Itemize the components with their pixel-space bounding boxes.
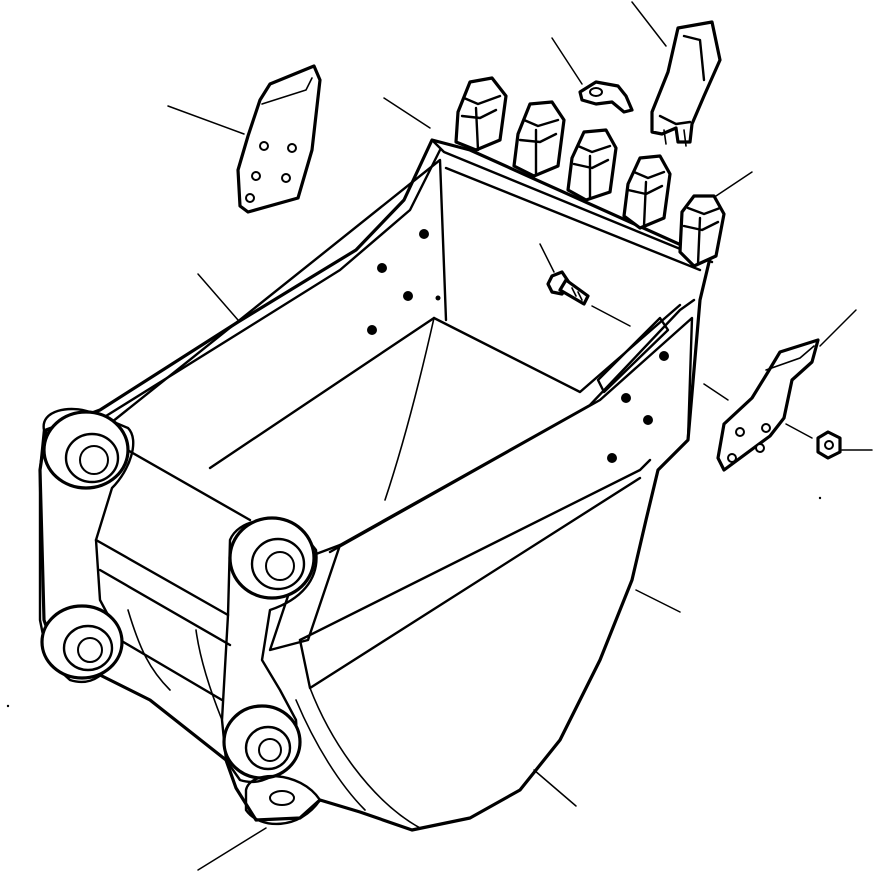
hinge-box-front-lower [98,568,232,647]
bucket-teeth [430,76,726,268]
leader-bolt [539,243,555,273]
leader-lock-pin [551,37,583,85]
cutter-bolt [546,270,590,306]
tooth-2 [512,100,566,178]
pin-bosses [40,410,322,826]
leader-side-cutter-right [819,309,857,347]
leader-shell-right [635,589,681,613]
hinge-box-top [108,438,252,522]
leader-adapter [631,1,667,47]
leader-nut-washer [785,423,813,439]
side-cutter-left [236,64,322,214]
tooth-lock-pin [578,80,634,114]
hinge-box-lower [118,638,224,702]
pin-boss-rear-upper [42,410,130,490]
bucket-floor-edge [432,303,682,394]
pin-boss-bottom [244,774,322,826]
leader-tooth-5 [715,171,753,197]
side-cutter-right [716,338,820,472]
leader-boss-bottom [197,827,267,871]
leader-cutting-edge [383,97,431,129]
leader-side-plate [197,273,239,321]
bucket-back-wall [444,166,702,272]
hinge-box-curve [127,609,171,691]
right-plate-bolt-holes [607,351,669,463]
left-side-plate-top [110,158,448,424]
leader-lines [6,1,873,871]
bucket-inner-curve [384,317,435,501]
tooth-1 [454,76,508,152]
bucket-bottom-curve-inner [295,699,366,811]
pin-boss-front-lower [222,704,302,780]
cutting-edge-lip [430,138,714,264]
bucket-body [38,138,712,832]
bucket-bottom-curve [309,687,421,829]
hinge-box-curve-2 [195,629,223,721]
tooth-4 [622,154,672,230]
pin-boss-rear-lower [40,604,124,680]
pin-boss-front-upper [228,516,316,600]
cutter-mount-strip [596,316,670,394]
leader-bolt-end [591,305,631,327]
cutter-nut [816,430,842,460]
left-link-plate [38,407,135,684]
left-side-plate-edge [104,148,442,418]
tooth-adapter [650,20,722,147]
right-side-plate-lower [298,458,652,642]
leader-cutter-mount [703,383,729,401]
leader-shell-bottom [533,769,577,807]
leader-side-cutter-left [167,105,245,135]
hinge-box-front [94,538,230,617]
left-plate-bolt-holes [367,229,441,335]
bucket-inner-floor [208,316,436,470]
tooth-3 [566,128,618,202]
right-side-plate-band [328,316,694,554]
tooth-5 [678,194,726,268]
